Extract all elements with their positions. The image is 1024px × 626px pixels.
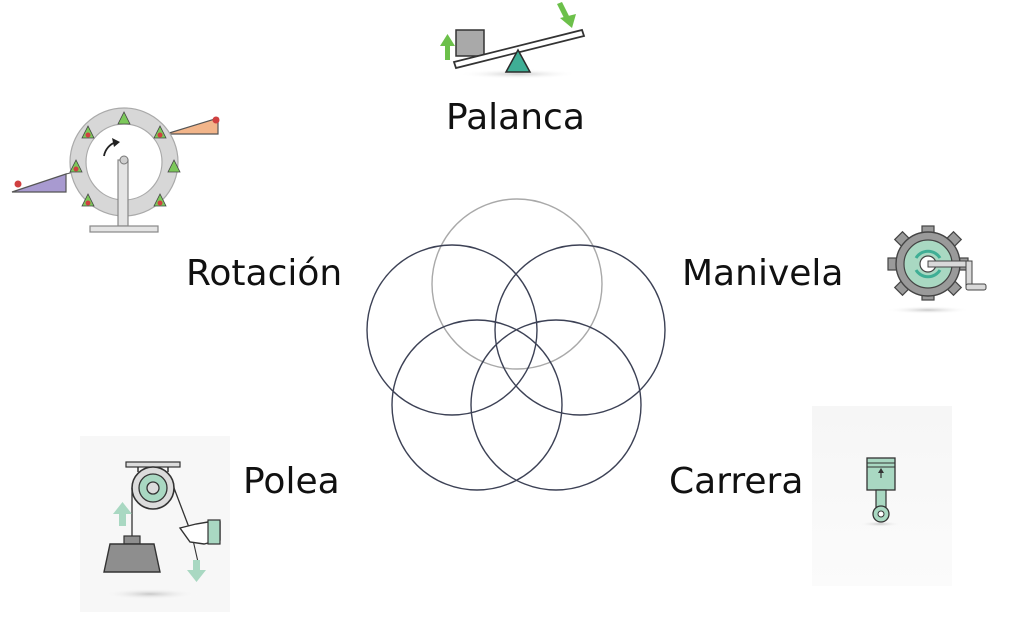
circle-left <box>366 244 538 416</box>
circle-bottom-left <box>391 319 563 491</box>
piston-stroke-icon <box>812 406 952 586</box>
label-rotacion: Rotación <box>186 253 343 294</box>
label-palanca: Palanca <box>446 97 585 138</box>
label-polea: Polea <box>243 461 340 502</box>
rotation-wheel-icon <box>8 100 230 240</box>
circle-right <box>494 244 666 416</box>
lever-seesaw-icon <box>420 0 600 85</box>
pulley-weight-icon <box>80 436 230 612</box>
circle-bottom-right <box>470 319 642 491</box>
circle-top <box>431 198 603 370</box>
label-carrera: Carrera <box>669 461 804 502</box>
label-manivela: Manivela <box>682 253 844 294</box>
crank-gear-icon <box>880 218 990 318</box>
